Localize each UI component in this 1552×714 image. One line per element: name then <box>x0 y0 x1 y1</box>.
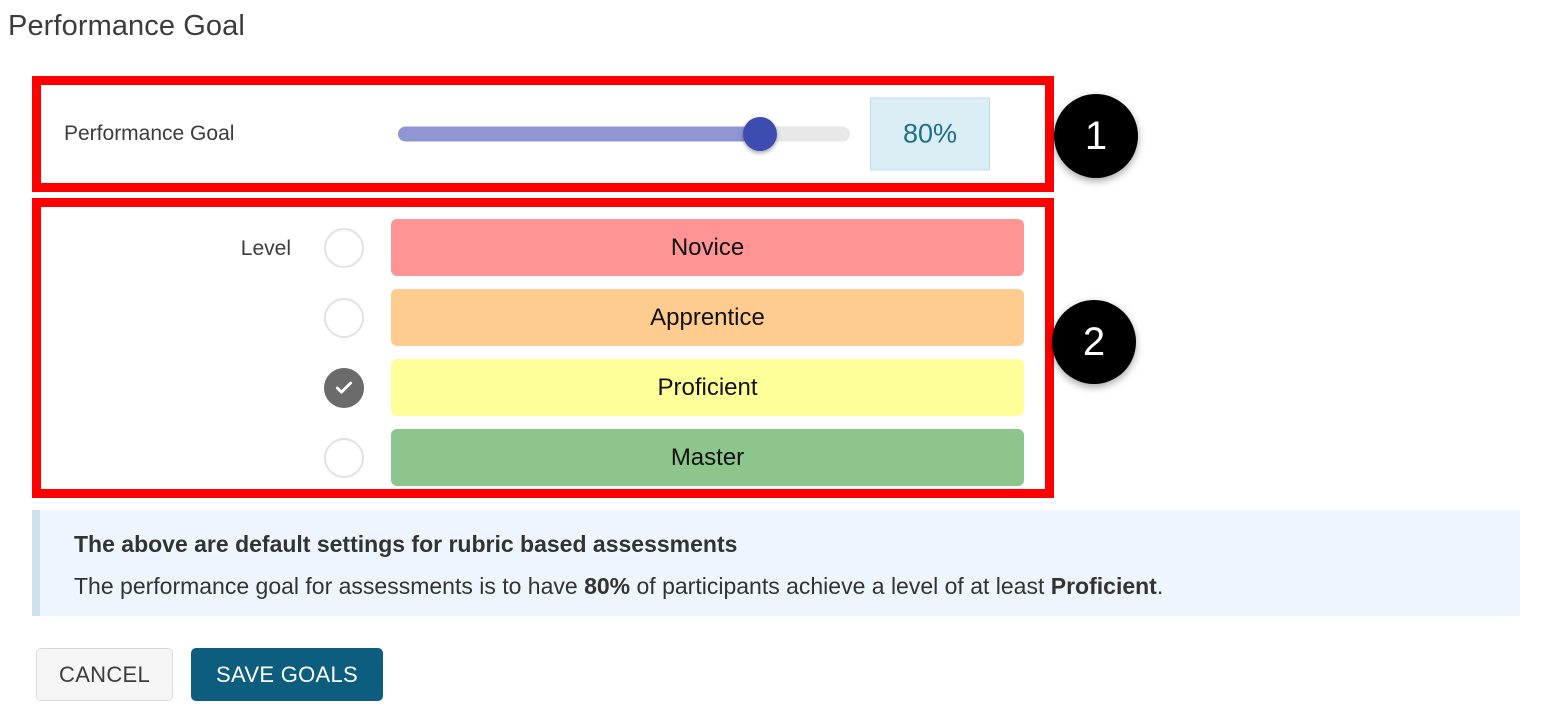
callout-badge-2: 2 <box>1052 300 1136 384</box>
info-body-middle: of participants achieve a level of at le… <box>630 573 1051 599</box>
radio-unchecked-icon[interactable] <box>324 227 364 268</box>
level-badge[interactable]: Novice <box>391 219 1024 276</box>
slider-thumb[interactable] <box>742 117 777 151</box>
performance-goal-label: Performance Goal <box>64 122 235 145</box>
info-box: The above are default settings for rubri… <box>32 510 1520 616</box>
level-label: Level <box>240 237 291 260</box>
level-option-row[interactable]: Apprentice <box>324 289 1024 346</box>
level-option-row[interactable]: Master <box>324 429 1024 486</box>
performance-goal-slider[interactable] <box>398 117 850 151</box>
footer-actions: CANCEL SAVE GOALS <box>36 648 384 701</box>
info-body: The performance goal for assessments is … <box>74 568 1520 604</box>
performance-goal-value: 80% <box>870 97 990 171</box>
page-title: Performance Goal <box>8 10 245 42</box>
info-body-prefix: The performance goal for assessments is … <box>74 573 585 599</box>
radio-unchecked-icon[interactable] <box>324 437 364 478</box>
level-badge[interactable]: Proficient <box>391 359 1024 416</box>
performance-goal-row: Performance Goal 80% <box>41 85 1045 183</box>
radio-unchecked-icon[interactable] <box>324 297 364 338</box>
performance-goal-card: Performance Goal 80% <box>41 85 1045 183</box>
callout-badge-1: 1 <box>1054 94 1138 178</box>
cancel-button[interactable]: CANCEL <box>36 648 174 701</box>
radio-checked-icon[interactable] <box>324 367 364 408</box>
slider-fill <box>398 126 760 142</box>
info-body-percent: 80% <box>584 573 631 599</box>
info-body-suffix: . <box>1156 573 1164 599</box>
info-body-level: Proficient <box>1050 573 1157 599</box>
save-goals-button[interactable]: SAVE GOALS <box>191 648 384 701</box>
level-badge[interactable]: Master <box>391 429 1024 486</box>
level-badge[interactable]: Apprentice <box>391 289 1024 346</box>
info-heading: The above are default settings for rubri… <box>74 531 738 557</box>
level-option-row[interactable]: Proficient <box>324 359 1024 416</box>
level-option-row[interactable]: Novice <box>324 219 1024 276</box>
